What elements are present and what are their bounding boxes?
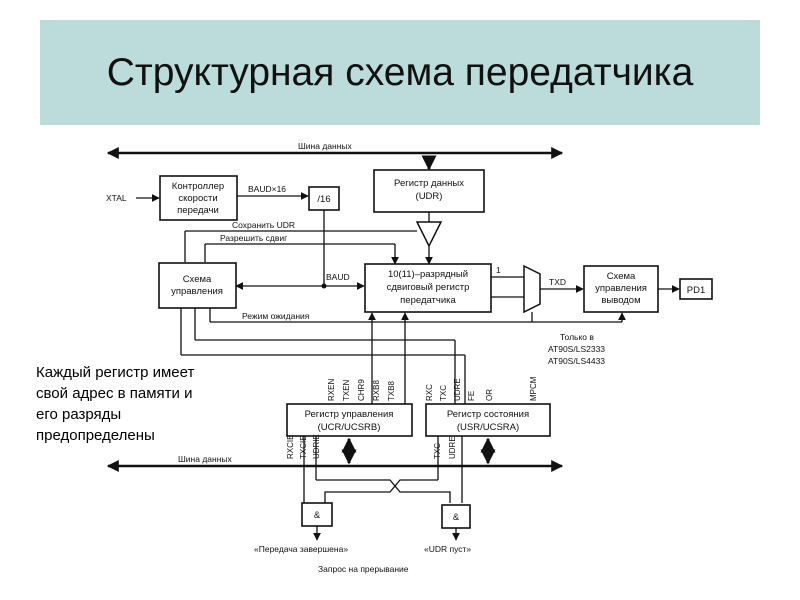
output-mux (523, 264, 541, 314)
baud-label: BAUD (326, 272, 350, 282)
ucr-bit-rxb8: RXB8 (372, 380, 381, 401)
interrupt-request-label: Запрос на прерывание (318, 564, 409, 574)
usr-bit-mpcm: MPCM (529, 376, 538, 401)
usr-out-udre: UDRE (448, 436, 457, 459)
allow-shift-label: Разрешить сдвиг (220, 233, 287, 243)
shift-register-line-1: 10(11)–разрядный (388, 269, 468, 280)
udrie-cross-line (316, 479, 451, 503)
caption-text: Каждый регистр имеет свой адрес в памяти… (36, 362, 261, 446)
tx-complete-label: «Передача завершена» (254, 544, 348, 554)
slide-title: Структурная схема передатчика (106, 51, 694, 94)
and-gate-1-symbol: & (314, 510, 321, 521)
pd1-box (679, 278, 713, 300)
output-control-line-1: Схема (607, 271, 636, 282)
idle-mode-label: Режим ожидания (242, 311, 310, 321)
tristate-buffer (415, 221, 443, 248)
shift-register-line-2: сдвиговый регистр (387, 282, 470, 293)
control-block-box (158, 262, 237, 309)
only-in-line-2: AT90S/LS2333 (548, 344, 605, 354)
xtal-label: XTAL (106, 193, 127, 203)
baud-x16-label: BAUD×16 (248, 184, 286, 194)
caption-line-4: предопределены (36, 427, 155, 444)
shift-register-line-3: передатчика (400, 295, 456, 306)
div16-label: /16 (317, 194, 330, 205)
txc-cross-line (324, 479, 438, 503)
shift-register-box (364, 263, 492, 313)
usr-register-box (425, 403, 551, 437)
only-in-line-1: Только в (560, 332, 594, 342)
control-block-line-1: Схема (183, 274, 212, 285)
udr-empty-label: «UDR пуст» (424, 544, 471, 554)
top-bus-label: Шина данных (298, 141, 353, 151)
usr-bit-rxc: RXC (425, 384, 434, 401)
pd1-label: PD1 (687, 285, 705, 296)
txd-label: TXD (549, 277, 566, 287)
title-band: Структурная схема передатчика (40, 20, 760, 125)
ucr-bit-txb8: TXB8 (387, 380, 396, 401)
ucr-register-box (286, 403, 413, 437)
usr-bit-or: OR (485, 389, 494, 401)
bottom-bus-label: Шина данных (178, 454, 233, 464)
output-control-line-2: управления (595, 283, 647, 294)
baud-controller-box (159, 175, 238, 221)
and-gate-2-symbol: & (453, 512, 460, 523)
ucr-bit-rxen: RXEN (327, 379, 336, 401)
caption-line-3: его разряды (36, 406, 122, 423)
ucr-bit-txen: TXEN (342, 379, 351, 401)
ucr-out-rxcie: RXCIE (286, 435, 295, 459)
output-control-line-3: выводом (601, 295, 640, 306)
usr-bit-udre: UDRE (453, 378, 462, 401)
ucr-register-line-2: (UCR/UCSRB) (318, 422, 381, 433)
baud-controller-line-1: Контроллер (172, 181, 224, 192)
udr-register-line-1: Регистр данных (394, 178, 464, 189)
ucr-register-line-1: Регистр управления (305, 409, 394, 420)
baud-controller-line-3: передачи (177, 205, 219, 216)
mux-one-label: 1 (496, 265, 501, 275)
baud-controller-line-2: скорости (178, 193, 217, 204)
caption-line-2: свой адрес в памяти и (36, 385, 193, 402)
usr-register-line-2: (USR/UCSRA) (457, 422, 519, 433)
usr-bit-txc: TXC (439, 385, 448, 401)
save-udr-label: Сохранить UDR (232, 220, 295, 230)
udr-register-line-2: (UDR) (416, 191, 443, 202)
usr-register-line-1: Регистр состояния (447, 409, 529, 420)
usr-bit-fe: FE (467, 391, 476, 401)
control-block-line-2: управления (171, 286, 223, 297)
only-in-line-3: AT90S/LS4433 (548, 356, 605, 366)
ucr-bit-chr9: CHR9 (357, 379, 366, 401)
caption-line-1: Каждый регистр имеет (36, 364, 195, 381)
